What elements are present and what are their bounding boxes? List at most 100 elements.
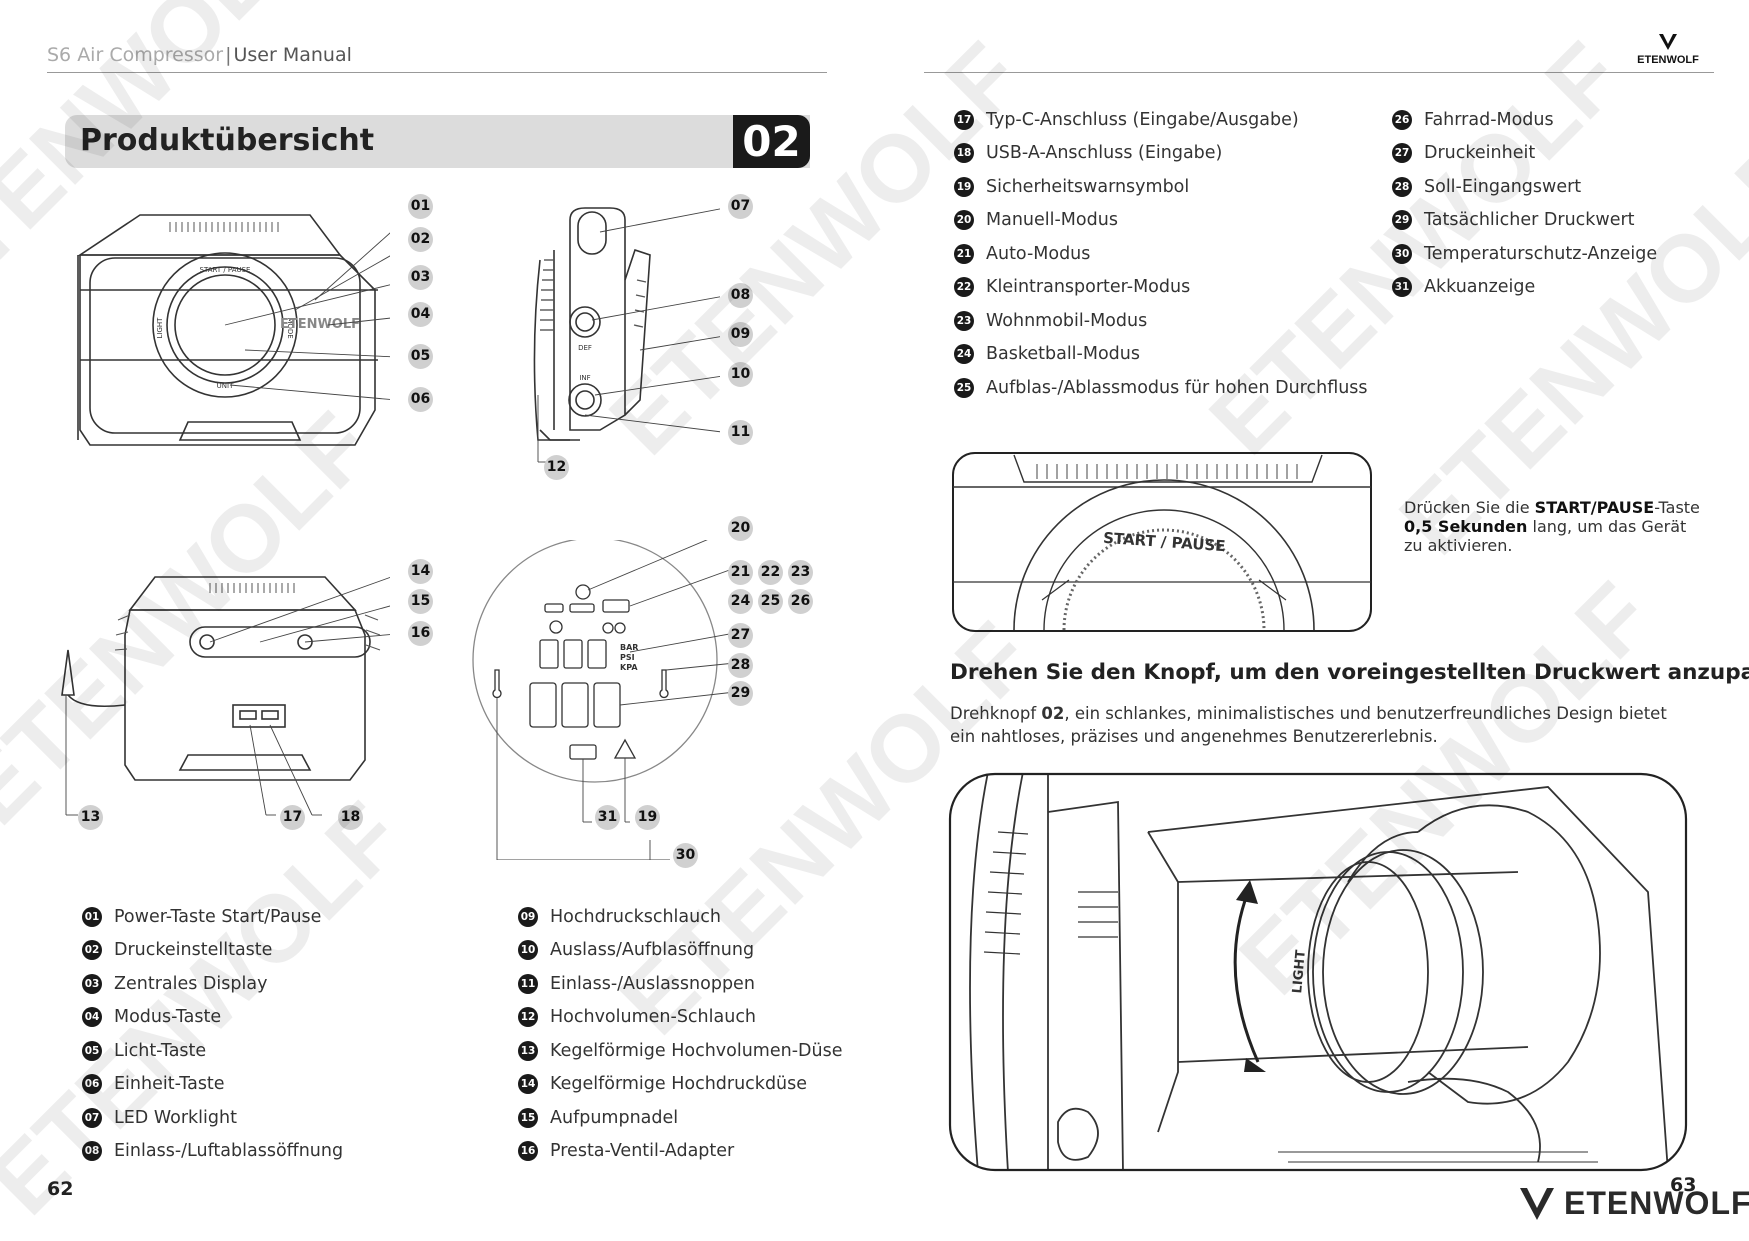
callout-11: 11 [728, 420, 753, 445]
callout-20: 20 [728, 516, 753, 541]
unit-psi: PSI [620, 653, 635, 662]
legend-bullet: 17 [954, 109, 974, 130]
callout-16: 16 [408, 621, 433, 646]
unit-kpa: KPA [620, 663, 638, 672]
page-number-right: 63 [1670, 1174, 1697, 1196]
header-brand: ETENWOLF [1628, 32, 1708, 66]
callout-24: 24 [728, 589, 753, 614]
legend-bullet: 01 [82, 906, 102, 927]
knob-rotation-figure: LIGHT [948, 772, 1688, 1172]
legend-bullet: 16 [518, 1141, 538, 1162]
legend-bullet: 31 [1392, 277, 1412, 298]
callout-05: 05 [408, 344, 433, 369]
callout-10: 10 [728, 362, 753, 387]
nozzle-label-inf: INF [579, 374, 590, 382]
callout-09: 09 [728, 322, 753, 347]
callout-29: 29 [728, 681, 753, 706]
footer-brand-text: ETENWOLF [1564, 1185, 1749, 1221]
legend-bullet: 26 [1392, 109, 1412, 130]
callout-13: 13 [78, 805, 103, 830]
legend-bullet: 24 [954, 344, 974, 365]
legend-bullet: 23 [954, 310, 974, 331]
header-model: S6 Air Compressor [47, 44, 224, 66]
legend-bullet: 09 [518, 906, 538, 927]
front-logo: ETENWOLF [280, 317, 360, 332]
knob-label-right: MODE [286, 317, 294, 338]
callout-07: 07 [728, 194, 753, 219]
callout-17: 17 [280, 805, 305, 830]
callout-30: 30 [673, 843, 698, 868]
legend-bullet: 04 [82, 1007, 102, 1028]
header-brand-text: ETENWOLF [1637, 54, 1699, 66]
callout-25: 25 [758, 589, 783, 614]
knob-label-bottom: UNIT [217, 382, 234, 390]
section-title: Produktübersicht [80, 123, 375, 158]
legend-bullet: 06 [82, 1074, 102, 1095]
led-worklight-shape [577, 211, 607, 255]
callout-06: 06 [408, 387, 433, 412]
legend-bullet: 22 [954, 277, 974, 298]
back-port-panel [189, 626, 371, 658]
callout-19: 19 [635, 805, 660, 830]
callout-31: 31 [595, 805, 620, 830]
wolf-logo-icon [1659, 33, 1677, 50]
callout-01: 01 [408, 194, 433, 219]
callout-04: 04 [408, 302, 433, 327]
legend-bullet: 20 [954, 210, 974, 231]
legend-bullet: 10 [518, 940, 538, 961]
knob-label-top: START / PAUSE [200, 266, 251, 274]
legend-bullet: 11 [518, 973, 538, 994]
running-header: S6 Air Compressor|User Manual [47, 44, 352, 66]
callout-27: 27 [728, 623, 753, 648]
unit-bar: BAR [620, 643, 638, 652]
legend-bullet: 29 [1392, 210, 1412, 231]
section-title-bar: Produktübersicht [65, 115, 810, 168]
front-view-figure: START / PAUSE UNIT LIGHT MODE ETENWOLF [77, 214, 390, 446]
callout-26: 26 [788, 589, 813, 614]
legend-bullet: 12 [518, 1007, 538, 1028]
legend-bullet: 25 [954, 377, 974, 398]
callout-12: 12 [544, 455, 569, 480]
legend-bullet: 13 [518, 1040, 538, 1061]
footer-brand: ETENWOLF [1518, 1185, 1749, 1222]
nozzle-label-def: DEF [578, 344, 592, 352]
section-number: 02 [733, 115, 810, 168]
legend-bullet: 14 [518, 1074, 538, 1095]
legend-bullet: 30 [1392, 243, 1412, 264]
legend-bullet: 28 [1392, 176, 1412, 197]
callout-14: 14 [408, 559, 433, 584]
manual-mode-icon [575, 584, 591, 600]
legend-bullet: 21 [954, 243, 974, 264]
knob-paragraph: Drehknopf 02, ein schlankes, minimalisti… [950, 704, 1667, 746]
legend-bullet: 19 [954, 176, 974, 197]
header-rule [924, 72, 1714, 73]
callout-23: 23 [788, 560, 813, 585]
legend-bullet: 02 [82, 940, 102, 961]
callout-22: 22 [758, 560, 783, 585]
legend-bullet: 07 [82, 1107, 102, 1128]
